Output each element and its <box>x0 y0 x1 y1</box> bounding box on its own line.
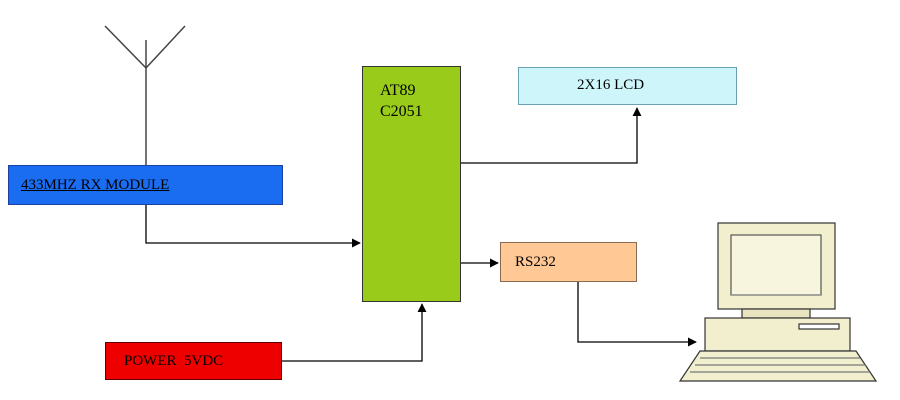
rs232-block: RS232 <box>500 242 637 282</box>
rs232-label: RS232 <box>515 254 556 270</box>
wire-rx-to-mcu <box>145 205 361 248</box>
microcontroller-label: AT89 C2051 <box>380 82 423 120</box>
rx-module-label: 433MHZ RX MODULE <box>21 177 170 193</box>
power-supply-block: POWER 5VDC <box>105 342 282 380</box>
wire-rs232-to-computer <box>577 282 697 347</box>
wire-power-to-mcu <box>282 303 427 362</box>
wire-mcu-to-lcd <box>461 107 642 164</box>
microcontroller-block: AT89 C2051 <box>362 66 461 302</box>
lcd-label: 2X16 LCD <box>577 77 645 93</box>
lcd-block: 2X16 LCD <box>518 67 737 105</box>
rx-module-block: 433MHZ RX MODULE <box>8 165 283 205</box>
desktop-computer-icon <box>678 222 878 382</box>
antenna-icon <box>104 25 186 165</box>
power-supply-label: POWER 5VDC <box>124 353 224 369</box>
